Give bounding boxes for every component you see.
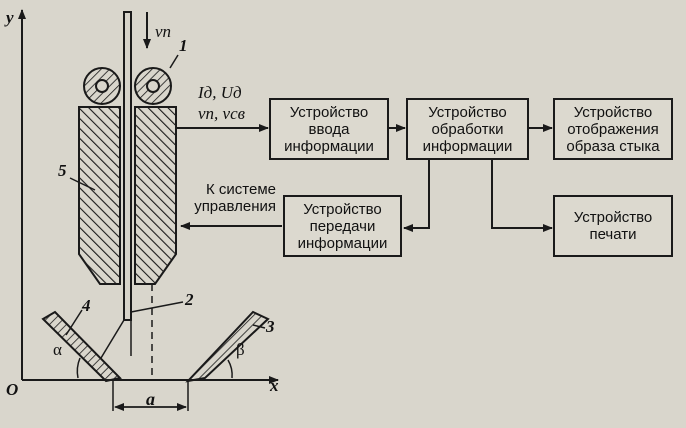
block-display-device: Устройство отображения образа стыка (553, 98, 673, 160)
control-system-label: К системе управления (194, 181, 276, 215)
feed-speed-label: vп (155, 22, 172, 41)
signal-label-current-voltage: Iд, Uд (198, 83, 242, 102)
plate-right (185, 310, 270, 383)
origin-label: O (6, 380, 19, 399)
block-transfer-device: Устройство передачи информации (283, 195, 402, 257)
feed-roller-left (83, 67, 121, 105)
callout-4: 4 (82, 296, 91, 315)
angle-beta-label: β (236, 340, 245, 359)
angle-beta-arc (227, 359, 233, 379)
arrow-processing-to-print (491, 158, 553, 232)
callout-2: 2 (185, 290, 194, 309)
torch-body-right (134, 106, 177, 285)
callout-5: 5 (58, 161, 67, 180)
block-input-device: Устройство ввода информации (269, 98, 389, 160)
angle-alpha-label: α (53, 340, 62, 359)
angle-alpha-arc (76, 357, 81, 379)
x-axis-label: x (270, 376, 279, 395)
block-processing-device: Устройство обработки информации (406, 98, 529, 160)
block-print-device: Устройство печати (553, 195, 673, 257)
electrode-wire (123, 11, 132, 321)
callout-1: 1 (179, 36, 188, 55)
gap-label: a (146, 389, 155, 409)
arrow-processing-to-transfer (403, 158, 430, 232)
y-axis-label: y (6, 8, 14, 27)
feed-roller-right (134, 67, 172, 105)
signal-label-speeds: vп, vсв (198, 104, 246, 123)
beam-left (100, 319, 125, 359)
torch-body-left (78, 106, 121, 285)
plate-left (41, 310, 122, 383)
callout-3: 3 (266, 317, 275, 336)
